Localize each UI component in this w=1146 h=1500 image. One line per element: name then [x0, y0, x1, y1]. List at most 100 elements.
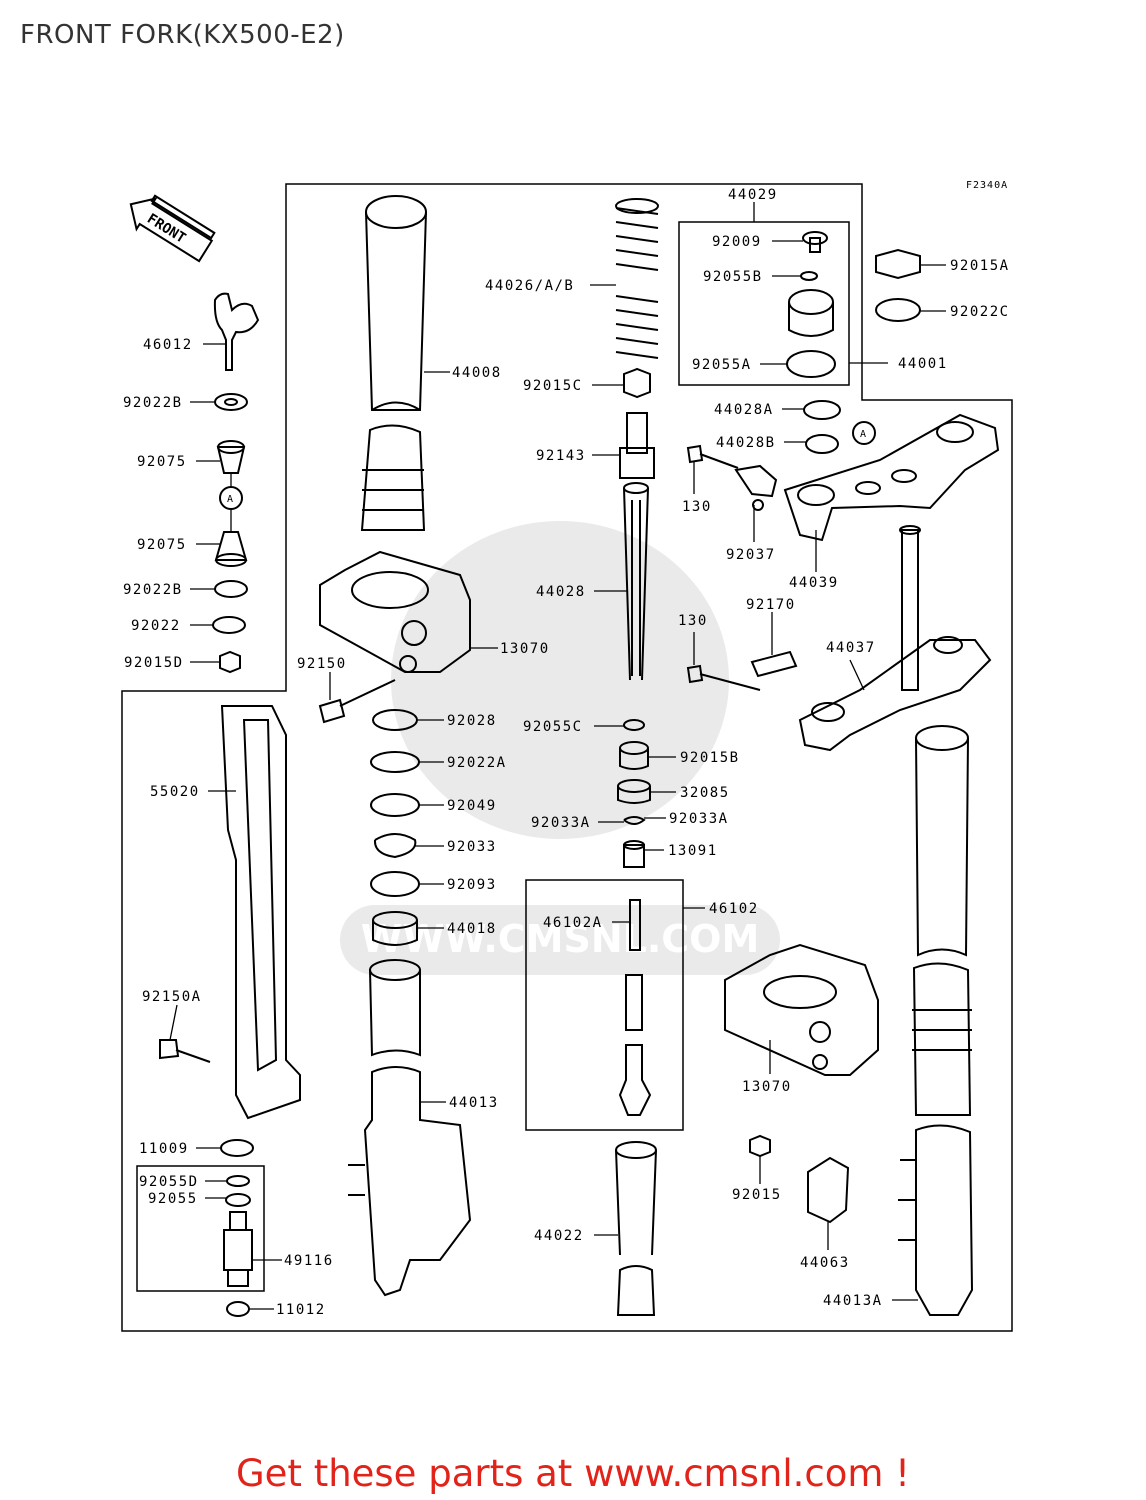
fork-guard-55020	[220, 705, 301, 1120]
label-92075-top: 92075	[137, 454, 187, 470]
valve-49116	[223, 1211, 253, 1287]
outer-tube-44013	[348, 959, 472, 1297]
label-13091: 13091	[668, 843, 718, 859]
bearing-44028b	[805, 434, 839, 454]
label-44013a: 44013A	[823, 1293, 883, 1309]
label-49116: 49116	[284, 1253, 334, 1269]
label-11009: 11009	[139, 1141, 189, 1157]
label-92143: 92143	[536, 448, 586, 464]
label-92033a-left: 92033A	[531, 815, 591, 831]
label-92015c: 92015C	[523, 378, 583, 394]
leader-lines	[169, 202, 946, 1310]
label-44026: 44026/A/B	[485, 278, 574, 294]
label-44037: 44037	[826, 640, 876, 656]
label-44028: 44028	[536, 584, 586, 600]
washer-92022c	[875, 298, 921, 322]
label-92022b-bottom: 92022B	[123, 582, 183, 598]
washer-92022a	[370, 751, 420, 773]
label-92022: 92022	[131, 618, 181, 634]
label-92037: 92037	[726, 547, 776, 563]
steering-stem-44037	[798, 525, 992, 752]
front-arrow: FRONT	[129, 194, 216, 263]
kit-box-44029	[678, 221, 850, 386]
label-44028a: 44028A	[714, 402, 774, 418]
bolt-92150a	[159, 1039, 211, 1063]
label-46102: 46102	[709, 901, 759, 917]
label-92015: 92015	[732, 1187, 782, 1203]
label-11012: 11012	[276, 1302, 326, 1318]
label-92055c: 92055C	[523, 719, 583, 735]
clamp-44063	[807, 1156, 850, 1224]
stopper-32085	[617, 779, 651, 804]
circlip-92033	[373, 833, 417, 859]
label-32085: 32085	[680, 785, 730, 801]
rubber-damper-92075-top	[216, 440, 246, 474]
label-92015a: 92015A	[950, 258, 1010, 274]
part-labels: 44029 92009 92055B 92055A 44001 92015A 9…	[123, 187, 1010, 1318]
label-46012: 46012	[143, 337, 193, 353]
label-92033: 92033	[447, 839, 497, 855]
label-92022b-top: 92022B	[123, 395, 183, 411]
oil-seal-92049	[370, 793, 420, 817]
nut-92015a	[875, 248, 921, 280]
nut-92015	[749, 1134, 771, 1158]
axle-holder-13070-right	[724, 943, 879, 1076]
label-44013: 44013	[449, 1095, 499, 1111]
label-44022: 44022	[534, 1228, 584, 1244]
label-92150: 92150	[297, 656, 347, 672]
label-92033a-right: 92033A	[669, 811, 729, 827]
label-92028: 92028	[447, 713, 497, 729]
main-frame	[121, 183, 1013, 1332]
bolt-130-bottom	[686, 664, 761, 691]
rubber-damper-92075-bottom	[214, 531, 248, 567]
fork-spring-44026	[615, 198, 659, 359]
label-130-bottom: 130	[678, 613, 708, 629]
label-44018: 44018	[447, 921, 497, 937]
label-13070-left: 13070	[500, 641, 550, 657]
cta-banner[interactable]: Get these parts at www.cmsnl.com !	[235, 1452, 910, 1495]
label-92055a: 92055A	[692, 357, 752, 373]
nut-92015d	[219, 650, 241, 674]
label-92150a: 92150A	[142, 989, 202, 1005]
label-44029: 44029	[728, 187, 778, 203]
ref-marker-right	[852, 421, 876, 445]
clip-92033a	[623, 816, 646, 825]
inner-tube-right	[912, 725, 972, 1116]
label-92049: 92049	[447, 798, 497, 814]
ref-marker-left-label: A	[227, 494, 234, 505]
o-ring-92055b	[800, 271, 818, 281]
label-92093: 92093	[447, 877, 497, 893]
label-92170: 92170	[746, 597, 796, 613]
washer-92022b-top	[214, 393, 248, 411]
label-92015d: 92015D	[124, 655, 184, 671]
label-92055b: 92055B	[703, 269, 763, 285]
o-ring-92055a	[786, 350, 836, 378]
piston-rod-44028	[623, 482, 649, 681]
nut-92015b	[619, 741, 649, 770]
label-92022c: 92022C	[950, 304, 1010, 320]
label-44028b: 44028B	[716, 435, 776, 451]
watermark-text: WWW.CMSNL.COM	[361, 917, 760, 961]
label-44008: 44008	[452, 365, 502, 381]
kit-box-49116	[136, 1165, 265, 1292]
o-ring-92055d	[226, 1175, 250, 1187]
bolt-92150	[318, 679, 396, 724]
kit-box-46102	[525, 879, 684, 1131]
rebound-stopper-92143	[619, 412, 655, 479]
label-13070-right: 13070	[742, 1079, 792, 1095]
label-130-top: 130	[682, 499, 712, 515]
valve-assy-46102	[618, 899, 652, 1116]
label-92009: 92009	[712, 234, 762, 250]
nut-92015c	[623, 367, 651, 399]
inner-tube-44008	[360, 195, 427, 531]
clamp-92170	[750, 650, 798, 678]
bolt-130-top	[686, 444, 739, 469]
guide-bushing-44018	[372, 911, 418, 946]
seal-11009	[220, 1139, 254, 1157]
upper-clamp-44039	[783, 413, 1000, 542]
label-44039: 44039	[789, 575, 839, 591]
o-ring-92055c	[623, 719, 645, 731]
label-92055: 92055	[148, 1191, 198, 1207]
cap-11012	[226, 1301, 250, 1317]
